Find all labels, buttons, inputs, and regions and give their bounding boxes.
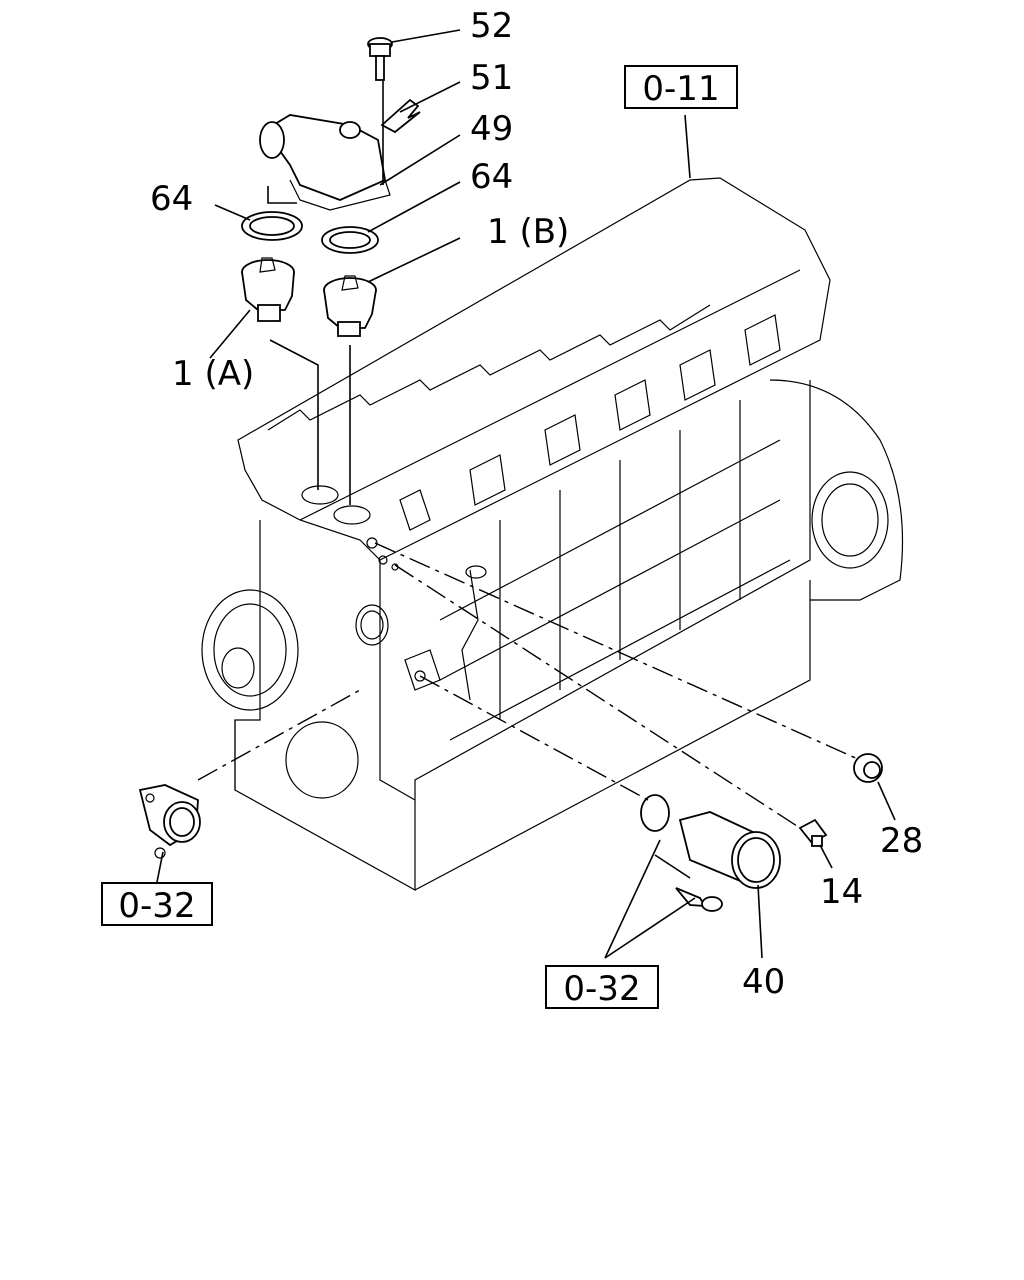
ref-box-left: 0-32 — [101, 882, 213, 926]
callout-64-left: 64 — [150, 179, 193, 219]
callout-52: 52 — [470, 6, 513, 46]
plug-14 — [798, 818, 828, 847]
clip-51 — [380, 98, 421, 134]
ref-label-top: 0-11 — [642, 69, 719, 109]
plug-28 — [853, 753, 883, 783]
callout-40: 40 — [742, 962, 785, 1002]
ref-box-bottom: 0-32 — [545, 965, 659, 1009]
gasket-64-right — [321, 226, 379, 254]
callout-28: 28 — [880, 821, 923, 861]
thermostat-housing — [259, 114, 391, 211]
callout-64-right: 64 — [470, 157, 513, 197]
callout-1a: 1 (A) — [172, 354, 254, 394]
ref-label-left: 0-32 — [118, 886, 195, 926]
callout-1b: 1 (B) — [487, 212, 569, 252]
bolt-52 — [367, 37, 393, 81]
callout-49: 49 — [470, 109, 513, 149]
ref-box-top: 0-11 — [624, 65, 738, 109]
callout-14: 14 — [820, 872, 863, 912]
thermostat-1b — [323, 275, 377, 337]
callout-51: 51 — [470, 58, 513, 98]
ref-label-bottom: 0-32 — [563, 969, 640, 1009]
coolant-fitting-left — [138, 784, 201, 859]
thermostat-1a — [241, 257, 295, 322]
engine-block — [201, 177, 904, 892]
water-outlet-40 — [640, 794, 781, 912]
dash-lines — [197, 542, 861, 829]
gasket-64-left — [241, 211, 303, 241]
leader-lines — [156, 29, 896, 959]
